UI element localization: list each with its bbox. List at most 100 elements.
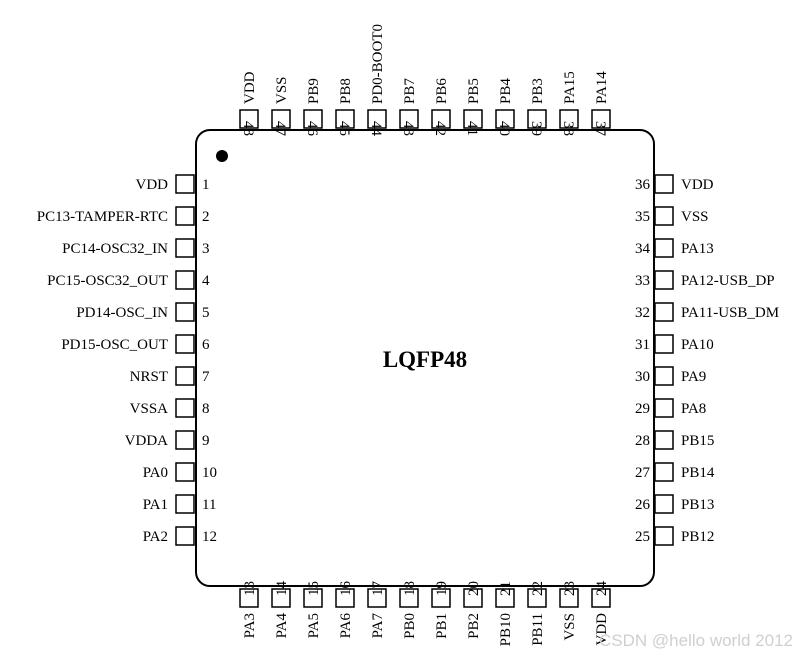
pin-number-bottom: 14	[274, 581, 290, 597]
pin-name-bottom: PA3	[242, 613, 258, 638]
pin-pad	[527, 109, 547, 129]
pin-name-top: PA15	[562, 71, 578, 104]
pin-number-right: 32	[635, 305, 650, 321]
pin-number-left: 1	[202, 177, 210, 193]
pin-name-bottom: PB1	[434, 613, 450, 639]
pin-number-right: 27	[635, 465, 651, 481]
pin-name-right: PB14	[681, 465, 715, 481]
pin-number-bottom: 13	[242, 581, 258, 596]
pin-name-bottom: PA7	[370, 613, 386, 639]
pin-number-top: 38	[560, 121, 576, 136]
pin-pad	[591, 588, 611, 608]
pin-pad	[463, 109, 483, 129]
pin-name-left: VDD	[136, 177, 169, 193]
pin-number-right: 31	[635, 337, 650, 353]
pin-pad	[175, 398, 195, 418]
pin-name-top: VSS	[274, 76, 290, 104]
pin-name-top: PB5	[466, 78, 482, 104]
pin-name-right: PB15	[681, 433, 714, 449]
pin-number-right: 30	[635, 369, 650, 385]
pin-pad	[495, 109, 515, 129]
pin-number-top: 48	[240, 121, 256, 136]
pin-number-left: 11	[202, 497, 216, 513]
pin-name-right: PA8	[681, 401, 706, 417]
chip-body	[195, 129, 655, 587]
pin-number-left: 5	[202, 305, 210, 321]
pin-name-top: PA14	[594, 71, 610, 104]
pin-name-right: VDD	[681, 177, 714, 193]
pin-name-left: NRST	[130, 369, 168, 385]
pin-pad	[654, 430, 674, 450]
pin-number-top: 39	[528, 121, 544, 136]
pin-pad	[431, 588, 451, 608]
pin-name-top: PB4	[498, 78, 514, 104]
pin-name-left: VDDA	[125, 433, 168, 449]
pin-name-top: PB3	[530, 78, 546, 104]
pin-name-bottom: PA4	[274, 613, 290, 639]
pin-name-left: PA1	[143, 497, 168, 513]
pin-number-left: 4	[202, 273, 210, 289]
pin-name-left: VSSA	[130, 401, 169, 417]
pin-number-bottom: 18	[402, 581, 418, 596]
pin-name-right: PA11-USB_DM	[681, 305, 779, 321]
pin-name-bottom: VSS	[562, 613, 578, 641]
pin-number-top: 37	[592, 121, 608, 137]
pin-name-right: PB13	[681, 497, 714, 513]
pin-number-bottom: 15	[306, 581, 322, 596]
pin-name-left: PC15-OSC32_OUT	[47, 273, 168, 289]
pin-pad	[367, 109, 387, 129]
pin-number-top: 44	[368, 121, 384, 137]
pin-name-top: PD0-BOOT0	[370, 24, 386, 104]
pin-number-top: 47	[272, 121, 288, 137]
pin-number-top: 46	[304, 121, 320, 137]
pin-pad	[335, 109, 355, 129]
pin-number-right: 25	[635, 529, 650, 545]
pin-pad	[654, 302, 674, 322]
pin-number-top: 45	[336, 121, 352, 136]
pin-name-top: VDD	[242, 71, 258, 104]
pin-name-bottom: PB2	[466, 613, 482, 639]
pin-name-right: PA10	[681, 337, 714, 353]
pin-pad	[271, 588, 291, 608]
pin-pad	[654, 526, 674, 546]
pin1-marker-dot	[216, 150, 228, 162]
pin-pad	[399, 588, 419, 608]
pin-name-left: PD15-OSC_OUT	[61, 337, 168, 353]
pin-name-right: PA12-USB_DP	[681, 273, 775, 289]
pin-pad	[175, 462, 195, 482]
pin-number-right: 36	[635, 177, 651, 193]
pin-pad	[654, 270, 674, 290]
pin-pad	[175, 494, 195, 514]
pin-pad	[175, 334, 195, 354]
pin-name-left: PC14-OSC32_IN	[62, 241, 168, 257]
pin-number-left: 8	[202, 401, 210, 417]
pin-number-left: 2	[202, 209, 210, 225]
pin-name-right: PA13	[681, 241, 714, 257]
pin-number-right: 35	[635, 209, 650, 225]
pin-name-bottom: PB0	[402, 613, 418, 639]
pin-pad	[239, 109, 259, 129]
pin-pad	[367, 588, 387, 608]
pin-name-bottom: PB10	[498, 613, 514, 646]
pin-name-top: PB8	[338, 78, 354, 104]
pin-pad	[175, 430, 195, 450]
pin-pad	[495, 588, 515, 608]
pin-number-bottom: 16	[338, 581, 354, 597]
pin-number-left: 7	[202, 369, 210, 385]
pin-number-right: 26	[635, 497, 651, 513]
pin-pad	[303, 109, 323, 129]
pin-name-bottom: PA6	[338, 613, 354, 639]
pin-number-left: 12	[202, 529, 217, 545]
pin-name-top: PB7	[402, 78, 418, 104]
pin-number-top: 43	[400, 121, 416, 136]
pin-number-right: 29	[635, 401, 650, 417]
pin-pad	[654, 494, 674, 514]
pin-pad	[175, 270, 195, 290]
pin-pad	[654, 174, 674, 194]
pin-name-left: PC13-TAMPER-RTC	[37, 209, 168, 225]
pin-pad	[303, 588, 323, 608]
pin-pad	[271, 109, 291, 129]
pin-name-left: PD14-OSC_IN	[76, 305, 168, 321]
